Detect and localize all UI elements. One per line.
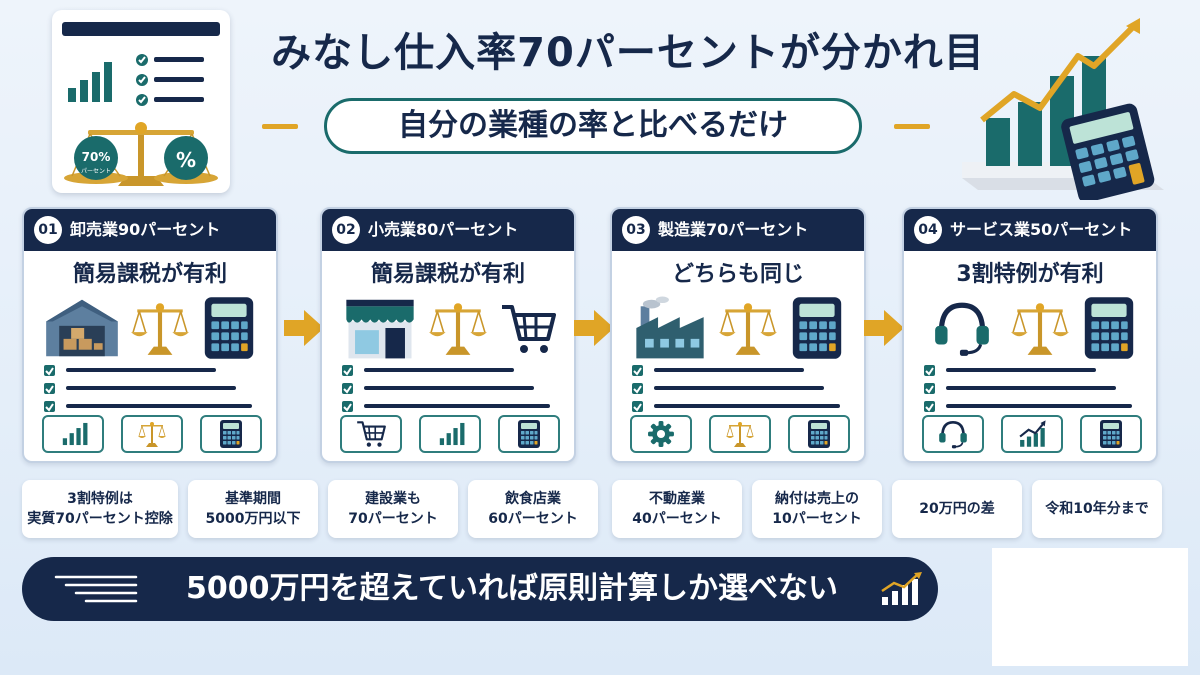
trend-chart-icon bbox=[1019, 419, 1047, 448]
shopping-cart-icon bbox=[498, 299, 558, 359]
subtitle: 自分の業種の率と比べるだけ bbox=[324, 98, 862, 154]
speed-lines-icon bbox=[54, 575, 138, 603]
calculator-icon bbox=[1100, 420, 1122, 448]
category-card-wholesale: 01 卸売業90パーセント 簡易課税が有利 bbox=[22, 207, 278, 463]
card-button-row bbox=[922, 415, 1142, 455]
card-number: 04 bbox=[914, 216, 942, 244]
card-header: 01 卸売業90パーセント bbox=[24, 209, 276, 251]
document-checklist-icon bbox=[62, 22, 220, 186]
warehouse-icon bbox=[44, 295, 120, 361]
storefront-icon bbox=[342, 295, 418, 361]
calculator-icon bbox=[1082, 295, 1136, 361]
card-illustration bbox=[342, 295, 558, 361]
calculator-icon bbox=[790, 295, 844, 361]
card-illustration bbox=[44, 295, 260, 361]
headset-icon bbox=[937, 420, 969, 450]
card-header: 04 サービス業50パーセント bbox=[904, 209, 1156, 251]
card-number: 02 bbox=[332, 216, 360, 244]
card-button-row bbox=[340, 415, 560, 455]
bar-chart-icon bbox=[62, 422, 88, 446]
factory-icon bbox=[632, 295, 708, 361]
support-button[interactable] bbox=[922, 415, 984, 453]
balance-scale-icon bbox=[128, 297, 192, 359]
growth-chart-icon bbox=[881, 572, 922, 605]
settings-button[interactable] bbox=[630, 415, 692, 453]
category-card-service: 04 サービス業50パーセント 3割特例が有利 bbox=[902, 207, 1158, 463]
fact-box: 納付は売上の 10パーセント bbox=[752, 480, 882, 538]
balance-scale-icon bbox=[1008, 297, 1072, 359]
fact-box: 基準期間 5000万円以下 bbox=[188, 480, 318, 538]
blank-area bbox=[992, 548, 1188, 666]
card-number: 01 bbox=[34, 216, 62, 244]
category-card-manufacturing: 03 製造業70パーセント どちらも同じ bbox=[610, 207, 866, 463]
fact-box: 不動産業 40パーセント bbox=[612, 480, 742, 538]
card-title: サービス業50パーセント bbox=[950, 220, 1133, 239]
card-verdict: 簡易課税が有利 bbox=[72, 262, 227, 287]
calculator-icon bbox=[220, 420, 242, 448]
card-button-row bbox=[42, 415, 262, 455]
arrow-right-icon bbox=[284, 310, 324, 346]
checklist-icon bbox=[44, 365, 252, 412]
card-verdict: 3割特例が有利 bbox=[956, 262, 1104, 287]
checklist-icon bbox=[342, 365, 550, 412]
checklist-icon bbox=[924, 365, 1132, 412]
calculator-button[interactable] bbox=[498, 415, 560, 453]
subtitle-dash-left bbox=[262, 124, 298, 129]
fact-box: 20万円の差 bbox=[892, 480, 1022, 538]
chart-button[interactable] bbox=[42, 415, 104, 453]
bar-chart-icon bbox=[439, 422, 465, 446]
page-title: みなし仕入率70パーセントが分かれ目 bbox=[271, 30, 985, 76]
shopping-cart-icon bbox=[356, 421, 386, 448]
category-card-retail: 02 小売業80パーセント 簡易課税が有利 bbox=[320, 207, 576, 463]
card-button-row bbox=[630, 415, 850, 455]
scale-button[interactable] bbox=[709, 415, 771, 453]
card-verdict: 簡易課税が有利 bbox=[370, 262, 525, 287]
growth-chart-calculator-icon bbox=[962, 18, 1164, 203]
gear-icon bbox=[648, 421, 674, 447]
percent-label: % bbox=[175, 148, 197, 172]
card-verdict: どちらも同じ bbox=[671, 262, 804, 287]
arrow-right-icon bbox=[574, 310, 614, 346]
card-title: 卸売業90パーセント bbox=[70, 220, 221, 239]
ratio-label-sub: パーセント bbox=[80, 168, 111, 175]
headset-icon bbox=[930, 297, 994, 359]
fact-box: 令和10年分まで bbox=[1032, 480, 1162, 538]
trend-button[interactable] bbox=[1001, 415, 1063, 453]
card-title: 製造業70パーセント bbox=[658, 220, 809, 239]
growth-calculator-illustration bbox=[958, 10, 1168, 203]
card-header: 03 製造業70パーセント bbox=[612, 209, 864, 251]
card-number: 03 bbox=[622, 216, 650, 244]
balance-scale-icon bbox=[725, 421, 755, 448]
card-illustration bbox=[924, 295, 1140, 361]
ratio-label: 70% bbox=[81, 150, 111, 164]
bottom-banner: 5000万円を超えていれば原則計算しか選べない bbox=[22, 557, 938, 621]
balance-scale-icon bbox=[716, 297, 780, 359]
calculator-button[interactable] bbox=[788, 415, 850, 453]
fact-box: 3割特例は 実質70パーセント控除 bbox=[22, 480, 178, 538]
calculator-icon bbox=[808, 420, 830, 448]
balance-scale-icon bbox=[426, 297, 490, 359]
calculator-icon bbox=[202, 295, 256, 361]
subtitle-dash-right bbox=[894, 124, 930, 129]
calculator-icon bbox=[518, 420, 540, 448]
scale-button[interactable] bbox=[121, 415, 183, 453]
card-title: 小売業80パーセント bbox=[368, 220, 519, 239]
fact-box: 建設業も 70パーセント bbox=[328, 480, 458, 538]
document-scale-illustration: 70% パーセント % bbox=[52, 10, 230, 193]
banner-text: 5000万円を超えていれば原則計算しか選べない bbox=[186, 571, 838, 606]
card-header: 02 小売業80パーセント bbox=[322, 209, 574, 251]
checklist-icon bbox=[632, 365, 840, 412]
cart-button[interactable] bbox=[340, 415, 402, 453]
calculator-button[interactable] bbox=[200, 415, 262, 453]
balance-scale-icon bbox=[137, 421, 167, 448]
arrow-right-icon bbox=[864, 310, 904, 346]
chart-button[interactable] bbox=[419, 415, 481, 453]
card-illustration bbox=[632, 295, 848, 361]
calculator-button[interactable] bbox=[1080, 415, 1142, 453]
subtitle-banner: 自分の業種の率と比べるだけ bbox=[262, 96, 930, 156]
fact-box: 飲食店業 60パーセント bbox=[468, 480, 598, 538]
